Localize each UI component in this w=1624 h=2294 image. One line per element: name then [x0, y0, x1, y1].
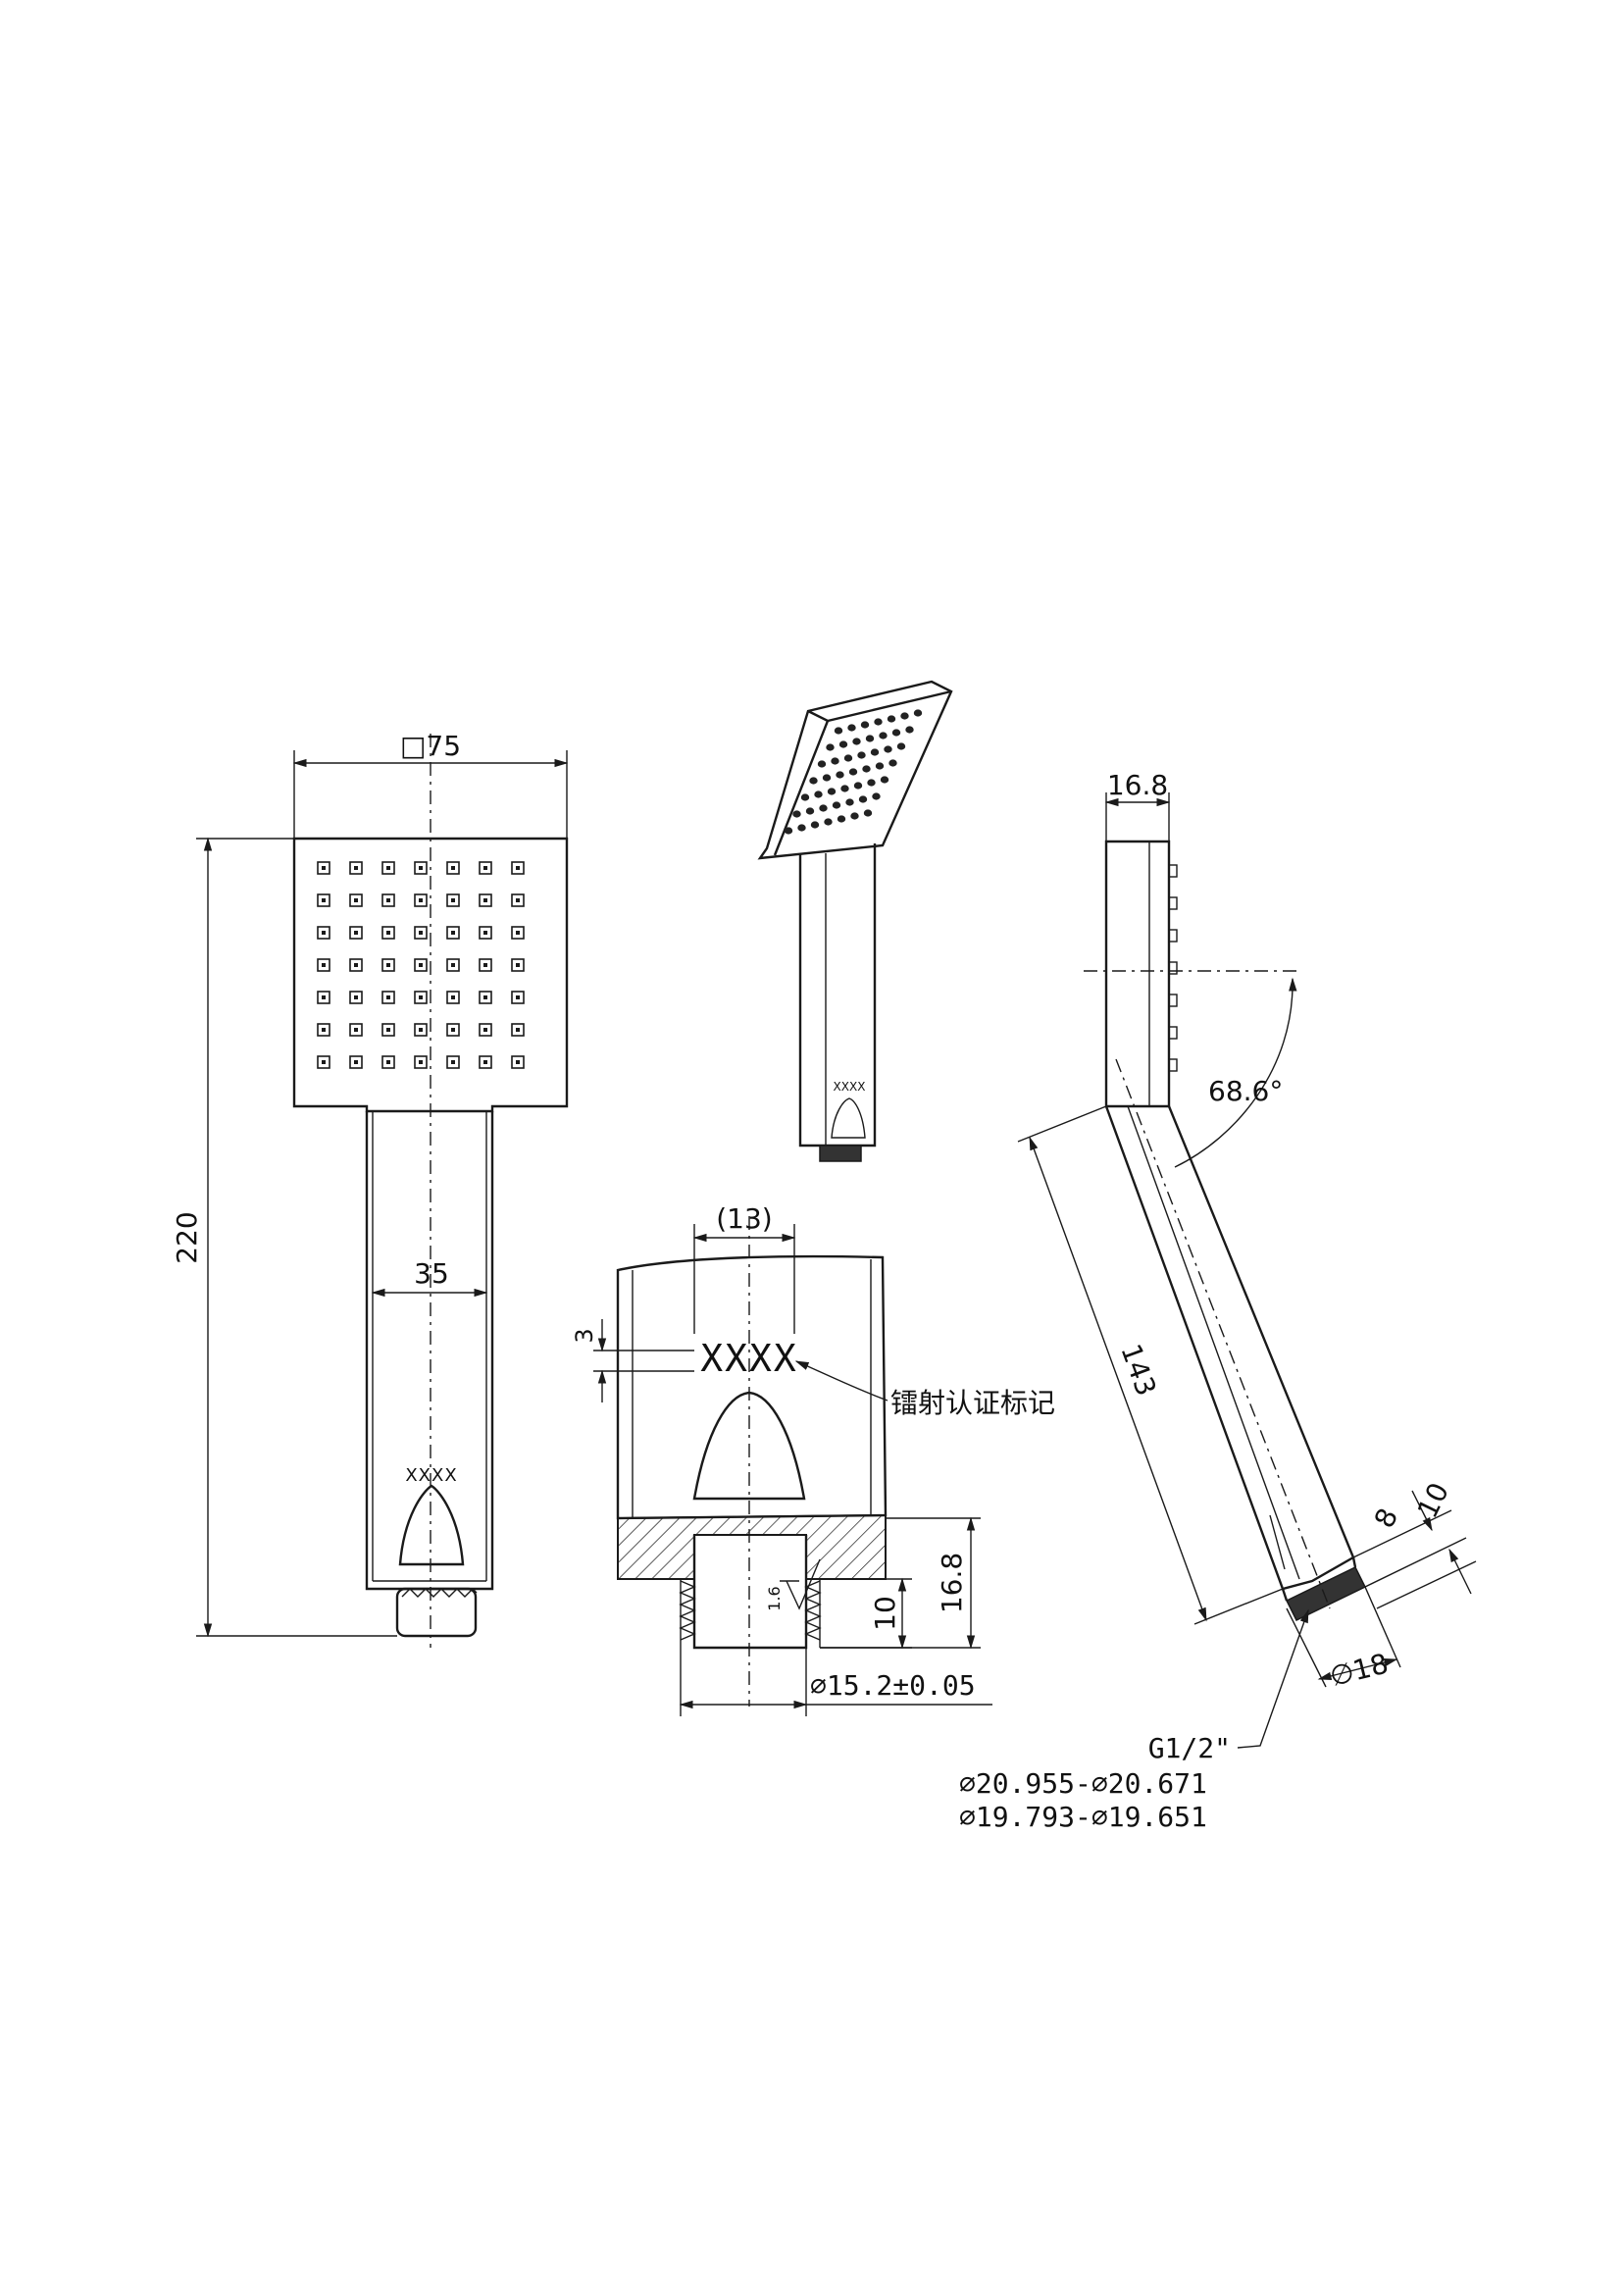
iso-hole — [900, 712, 909, 720]
thread-minor-dia: ∅19.793-∅19.651 — [959, 1801, 1207, 1833]
iso-hole — [814, 790, 823, 798]
iso-hole — [810, 821, 820, 829]
iso-hole — [880, 776, 889, 784]
side-nozzle — [1168, 929, 1178, 943]
side-nozzle — [1168, 896, 1178, 910]
side-view: 68.6° 16.8 143 8 10 ∅18 G1/2" ∅20.955-∅2… — [959, 769, 1477, 1833]
dim-width-35: 35 — [414, 1257, 449, 1290]
iso-hole — [836, 771, 844, 779]
iso-hole — [865, 735, 875, 742]
side-nozzle — [1168, 864, 1178, 878]
iso-hole — [867, 779, 876, 787]
iso-hole — [824, 818, 833, 826]
iso-hole — [784, 827, 793, 835]
side-nozzle — [1168, 1026, 1178, 1040]
iso-hole — [827, 788, 837, 795]
iso-hole — [858, 795, 868, 803]
iso-hole — [887, 715, 896, 723]
iso-hole — [797, 824, 806, 832]
iso-hole — [884, 745, 892, 753]
iso-hole — [857, 751, 866, 759]
iso-hole — [872, 792, 881, 800]
roughness-value: 1.6 — [765, 1586, 784, 1610]
detail-marking-text: XXXX — [700, 1337, 798, 1380]
iso-hole — [860, 721, 870, 729]
detail-section-view: XXXX (13) 3 镭射认证标记 1.6 10 16.8 — [571, 1202, 1055, 1716]
thread-spec: G1/2" — [1148, 1732, 1231, 1764]
iso-hole — [805, 807, 815, 815]
iso-hole — [896, 742, 906, 750]
dim-square-75: □75 — [400, 730, 461, 762]
iso-hole — [792, 810, 801, 818]
dim-10: 10 — [869, 1596, 901, 1631]
iso-hole — [847, 724, 856, 732]
dim-angle: 68.6° — [1208, 1075, 1283, 1107]
dim-length-220: 220 — [171, 1211, 203, 1263]
dim-length-143: 143 — [1114, 1340, 1162, 1401]
laser-mark-label: 镭射认证标记 — [890, 1387, 1055, 1419]
dim-thickness-16-8: 16.8 — [1107, 769, 1168, 801]
iso-hole — [840, 785, 849, 792]
iso-hole — [822, 774, 832, 782]
thread-major-dia: ∅20.955-∅20.671 — [959, 1767, 1207, 1800]
iso-hole — [819, 804, 828, 812]
iso-hole — [874, 718, 883, 726]
iso-hole — [837, 815, 846, 823]
iso-hole — [848, 768, 858, 776]
iso-hole — [853, 782, 863, 790]
iso-hole — [888, 759, 897, 767]
iso-hole — [832, 801, 841, 809]
iso-hole — [834, 727, 843, 735]
side-nozzle — [1168, 961, 1178, 975]
iso-hole — [831, 757, 839, 765]
dim-10-side: 10 — [1411, 1478, 1455, 1523]
dim-8: 8 — [1368, 1504, 1404, 1533]
iso-hole — [845, 798, 854, 806]
iso-hole — [838, 740, 848, 748]
iso-hole — [870, 748, 880, 756]
spray-holes — [317, 861, 525, 1069]
iso-marking-text: XXXX — [834, 1080, 866, 1094]
iso-hole — [826, 743, 835, 751]
side-nozzle — [1168, 1058, 1178, 1072]
front-view: XXXX □75 220 35 — [171, 730, 569, 1648]
iso-hole — [875, 762, 885, 770]
dim-13: (13) — [716, 1202, 772, 1235]
iso-hole — [843, 754, 853, 762]
iso-hole — [850, 812, 859, 820]
iso-hole — [862, 765, 871, 773]
iso-hole — [863, 809, 873, 817]
side-nozzle — [1168, 994, 1178, 1007]
iso-hole — [913, 709, 923, 717]
dim-dia-18: ∅18 — [1327, 1648, 1392, 1694]
iso-hole — [891, 729, 901, 737]
dim-3: 3 — [571, 1328, 598, 1343]
iso-hole — [852, 738, 861, 745]
dim-16-8: 16.8 — [936, 1553, 968, 1613]
dim-dia-15-2: ∅15.2±0.05 — [810, 1669, 976, 1702]
iso-hole — [800, 793, 810, 801]
isometric-view: XXXX — [757, 680, 953, 1162]
iso-hole — [905, 726, 914, 734]
iso-hole — [817, 760, 827, 768]
iso-hole — [879, 732, 888, 739]
iso-hole — [809, 777, 818, 785]
front-marking-text: XXXX — [405, 1465, 457, 1486]
